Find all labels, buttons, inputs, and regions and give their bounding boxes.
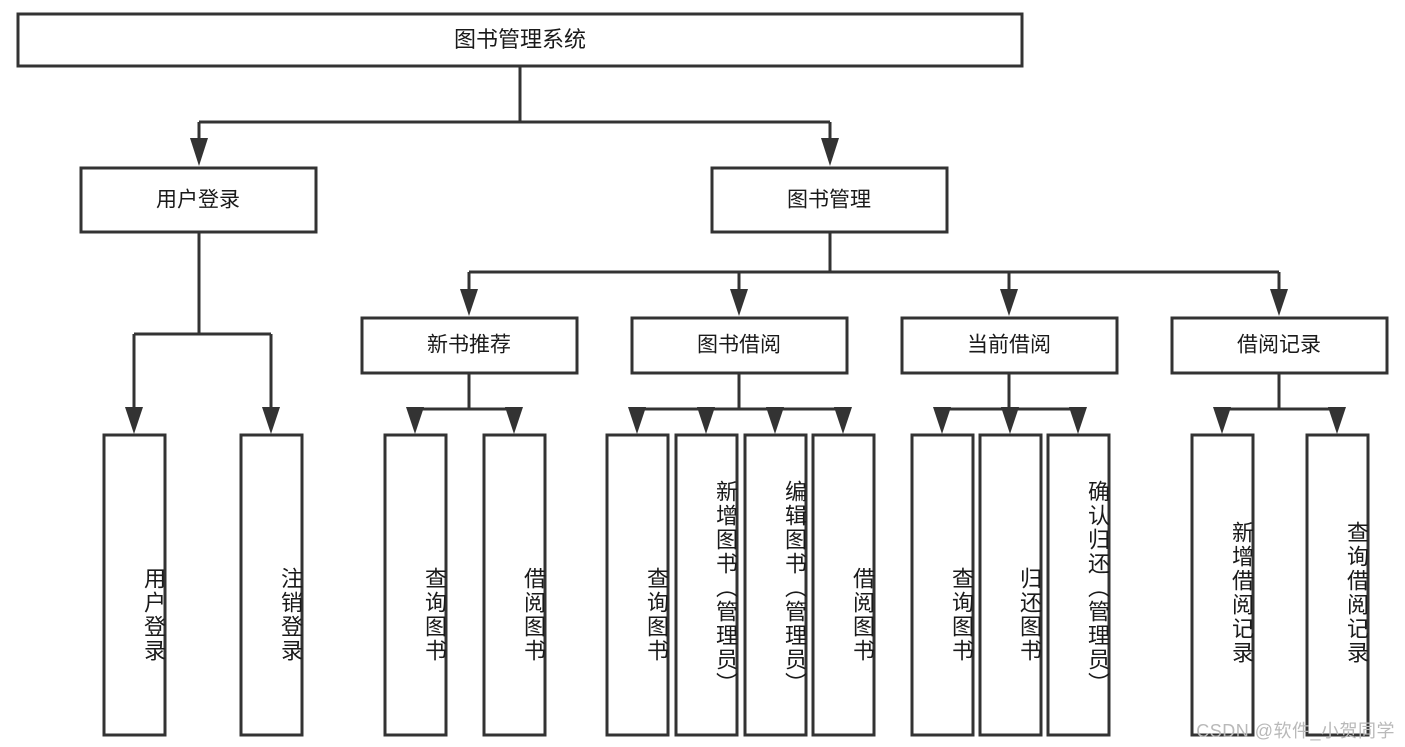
node-box-leaf-borrow-record-1[interactable] [1305, 433, 1370, 737]
node-box-leaf-book-borrow-2[interactable] [743, 433, 808, 737]
node-box-user-login[interactable] [79, 166, 318, 234]
arrow-head-new-book [460, 289, 478, 316]
node-box-leaf-user-login-0[interactable] [102, 433, 167, 737]
node-label-root: 图书管理系统 [454, 27, 586, 52]
arrow-head-nb-leaf2 [505, 407, 523, 434]
node-box-leaf-current-borrow-1[interactable] [978, 433, 1043, 737]
node-label-borrow-record: 借阅记录 [1237, 334, 1321, 357]
csdn-watermark: CSDN @软件_小贺同学 [1196, 721, 1395, 741]
node-box-leaf-new-book-1[interactable] [482, 433, 547, 737]
connector-group-root [190, 66, 839, 166]
node-label-book-borrow: 图书借阅 [697, 334, 781, 357]
connector-group-borrow-record [1213, 373, 1346, 434]
arrow-head-bb-leaf3 [766, 407, 784, 434]
arrow-head-bb-leaf1 [628, 407, 646, 434]
node-box-leaf-current-borrow-2[interactable] [1046, 433, 1111, 737]
node-box-new-book-recommend[interactable] [360, 316, 579, 375]
connector-group-new-book [406, 373, 523, 434]
connector-group-book-manage [460, 232, 1288, 316]
arrow-head-cb-leaf2 [1001, 407, 1019, 434]
arrow-head-bb-leaf4 [834, 407, 852, 434]
arrow-head-current-borrow [1000, 289, 1018, 316]
arrow-head-borrow-record [1270, 289, 1288, 316]
connector-group-book-borrow [628, 373, 852, 434]
node-box-leaf-user-login-1[interactable] [239, 433, 304, 737]
arrow-head-ul-leaf2 [262, 407, 280, 434]
arrow-head-book-manage [821, 138, 839, 166]
node-box-leaf-new-book-0[interactable] [383, 433, 448, 737]
node-box-borrow-record[interactable] [1170, 316, 1389, 375]
node-box-leaf-book-borrow-3[interactable] [811, 433, 876, 737]
node-box-root[interactable] [16, 12, 1024, 68]
node-label-book-manage: 图书管理 [787, 189, 871, 212]
node-label-current-borrow: 当前借阅 [967, 334, 1051, 357]
node-box-leaf-book-borrow-1[interactable] [674, 433, 739, 737]
node-box-leaf-borrow-record-0[interactable] [1190, 433, 1255, 737]
arrow-head-br-leaf1 [1213, 407, 1231, 434]
node-box-leaf-book-borrow-0[interactable] [605, 433, 670, 737]
arrow-head-cb-leaf1 [933, 407, 951, 434]
arrow-head-nb-leaf1 [406, 407, 424, 434]
arrow-head-cb-leaf3 [1069, 407, 1087, 434]
node-box-leaf-current-borrow-0[interactable] [910, 433, 975, 737]
arrow-head-book-borrow [730, 289, 748, 316]
node-box-book-manage[interactable] [710, 166, 949, 234]
connector-group-user-login [125, 232, 280, 434]
arrow-head-br-leaf2 [1328, 407, 1346, 434]
node-box-current-borrow[interactable] [900, 316, 1119, 375]
arrow-head-user-login [190, 138, 208, 166]
arrow-head-ul-leaf1 [125, 407, 143, 434]
node-box-book-borrow[interactable] [630, 316, 849, 375]
node-label-new-book-recommend: 新书推荐 [427, 334, 511, 357]
arrow-head-bb-leaf2 [697, 407, 715, 434]
node-label-user-login: 用户登录 [156, 189, 240, 212]
connector-group-current-borrow [933, 373, 1087, 434]
